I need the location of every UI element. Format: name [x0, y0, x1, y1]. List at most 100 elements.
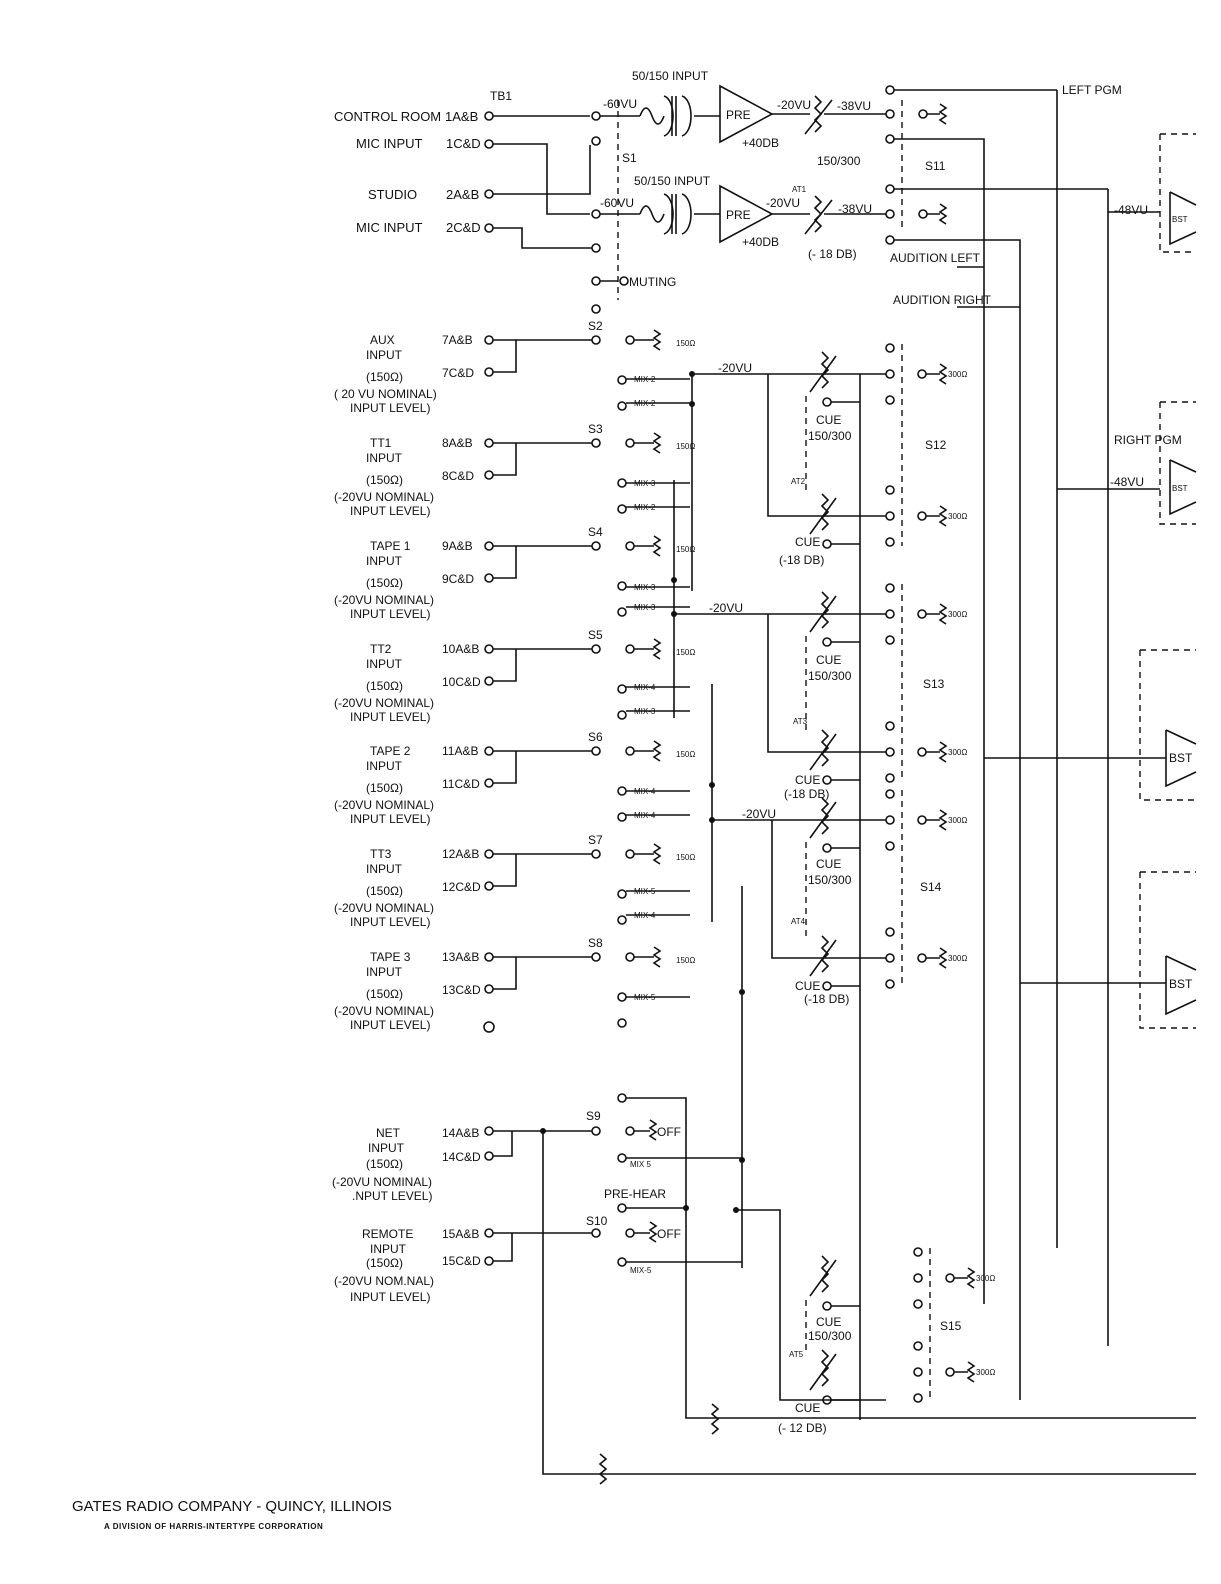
output-contact [913, 1273, 923, 1283]
terminating-resistor [954, 1267, 976, 1289]
nominal-level: (-20VU NOMINAL) [334, 901, 434, 915]
switch-contact [591, 438, 601, 448]
terminal-l [484, 746, 494, 756]
input-wire [493, 339, 592, 373]
bst-label-3: BST [1169, 751, 1193, 765]
s1-label: S1 [622, 151, 637, 165]
mix-contact [617, 607, 627, 617]
switch-label: S2 [588, 319, 603, 333]
channel-name: TT2 [370, 642, 392, 656]
switch-contact [625, 746, 635, 756]
cue-contact [822, 1301, 832, 1311]
pad-resistor-label: 150Ω [676, 442, 695, 451]
output-contact [917, 609, 927, 619]
terminal-ab: 10A&B [442, 642, 479, 656]
terminal-cd: 10C&D [442, 675, 481, 689]
terminating-resistor [926, 363, 948, 385]
cue-wire [831, 401, 860, 545]
at3-label: AT3 [793, 717, 808, 726]
switch-contact [591, 952, 601, 962]
terminal-1ab: 1A&B [445, 109, 478, 124]
mixer-impedance: 150/300 [808, 669, 852, 683]
terminal-l [484, 644, 494, 654]
mic-input-label-2: MIC INPUT [356, 220, 423, 235]
output-contact [885, 369, 895, 379]
switch-label: S4 [588, 525, 603, 539]
terminal-1cd: 1C&D [446, 136, 481, 151]
terminal-ab: 9A&B [442, 539, 473, 553]
channel-impedance: (150Ω) [366, 473, 403, 487]
terminating-resistor-label: 300Ω [948, 748, 967, 757]
switch-contact [625, 541, 635, 551]
output-contact [885, 343, 895, 353]
mic-input-label-1: MIC INPUT [356, 136, 423, 151]
output-contact [913, 1393, 923, 1403]
mix-attenuation-2: (-18 DB) [784, 787, 829, 801]
s10-label: S10 [586, 1214, 608, 1228]
attenuator-lower [809, 935, 837, 977]
pre-label-1: PRE [726, 108, 751, 122]
channel-impedance: (150Ω) [366, 781, 403, 795]
input-level: INPUT LEVEL) [350, 504, 430, 518]
mic-attenuation: (- 18 DB) [808, 247, 857, 261]
remote-input-label: INPUT [370, 1242, 407, 1256]
s10-off: OFF [657, 1227, 681, 1241]
mix-level-1: -20VU [718, 361, 752, 375]
attenuator-upper [809, 351, 837, 393]
bst-label-4: BST [1169, 977, 1193, 991]
switch-contact [625, 952, 635, 962]
mix-level-2: -20VU [709, 601, 743, 615]
output-contact [885, 721, 895, 731]
terminating-resistor [926, 947, 948, 969]
input-level: INPUT LEVEL) [350, 607, 430, 621]
studio-label: STUDIO [368, 187, 417, 202]
mic-wiring [484, 84, 1160, 1400]
pad-resistor [634, 843, 662, 865]
cue-contact [822, 637, 832, 647]
pad-resistor-label: 150Ω [676, 648, 695, 657]
input-level: INPUT LEVEL) [350, 812, 430, 826]
pad-resistor [634, 432, 662, 454]
mix-contact [617, 812, 627, 822]
s14-label: S14 [920, 880, 942, 894]
terminating-resistor-label: 300Ω [948, 816, 967, 825]
channel-name: TAPE 2 [370, 744, 411, 758]
channel-impedance: (150Ω) [366, 370, 403, 384]
net-input-level: .NPUT LEVEL) [352, 1189, 432, 1203]
terminal-ab: 12A&B [442, 847, 479, 861]
output-contact [885, 979, 895, 989]
nominal-level: (-20VU NOMINAL) [334, 798, 434, 812]
pad-resistor [634, 638, 662, 660]
cue-label-lower: CUE [795, 773, 820, 787]
input-wire [493, 648, 592, 682]
remote-label: REMOTE [362, 1227, 413, 1241]
net-nominal: (-20VU NOMINAL) [332, 1175, 432, 1189]
switch-contact [591, 541, 601, 551]
terminating-resistor-label: 300Ω [948, 370, 967, 379]
output-contact [885, 635, 895, 645]
channel-name: TT1 [370, 436, 392, 450]
pad-resistor-label: 150Ω [676, 956, 695, 965]
net-impedance: (150Ω) [366, 1157, 403, 1171]
nominal-level: (-20VU NOMINAL) [334, 696, 434, 710]
pad-resistor-label: 150Ω [676, 339, 695, 348]
net-remote-wiring [483, 1021, 1196, 1485]
mix-contact [617, 786, 627, 796]
bst-label-1: BST [1172, 215, 1188, 224]
terminal-cd: 13C&D [442, 983, 481, 997]
pre-out-level-1: -20VU [777, 98, 811, 112]
channel-impedance: (150Ω) [366, 987, 403, 1001]
terminal-15ab: 15A&B [442, 1227, 479, 1241]
output-contact [917, 953, 927, 963]
audition-left-label: AUDITION LEFT [890, 251, 981, 265]
switch-label: S5 [588, 628, 603, 642]
mixer-impedance: 150/300 [808, 873, 852, 887]
